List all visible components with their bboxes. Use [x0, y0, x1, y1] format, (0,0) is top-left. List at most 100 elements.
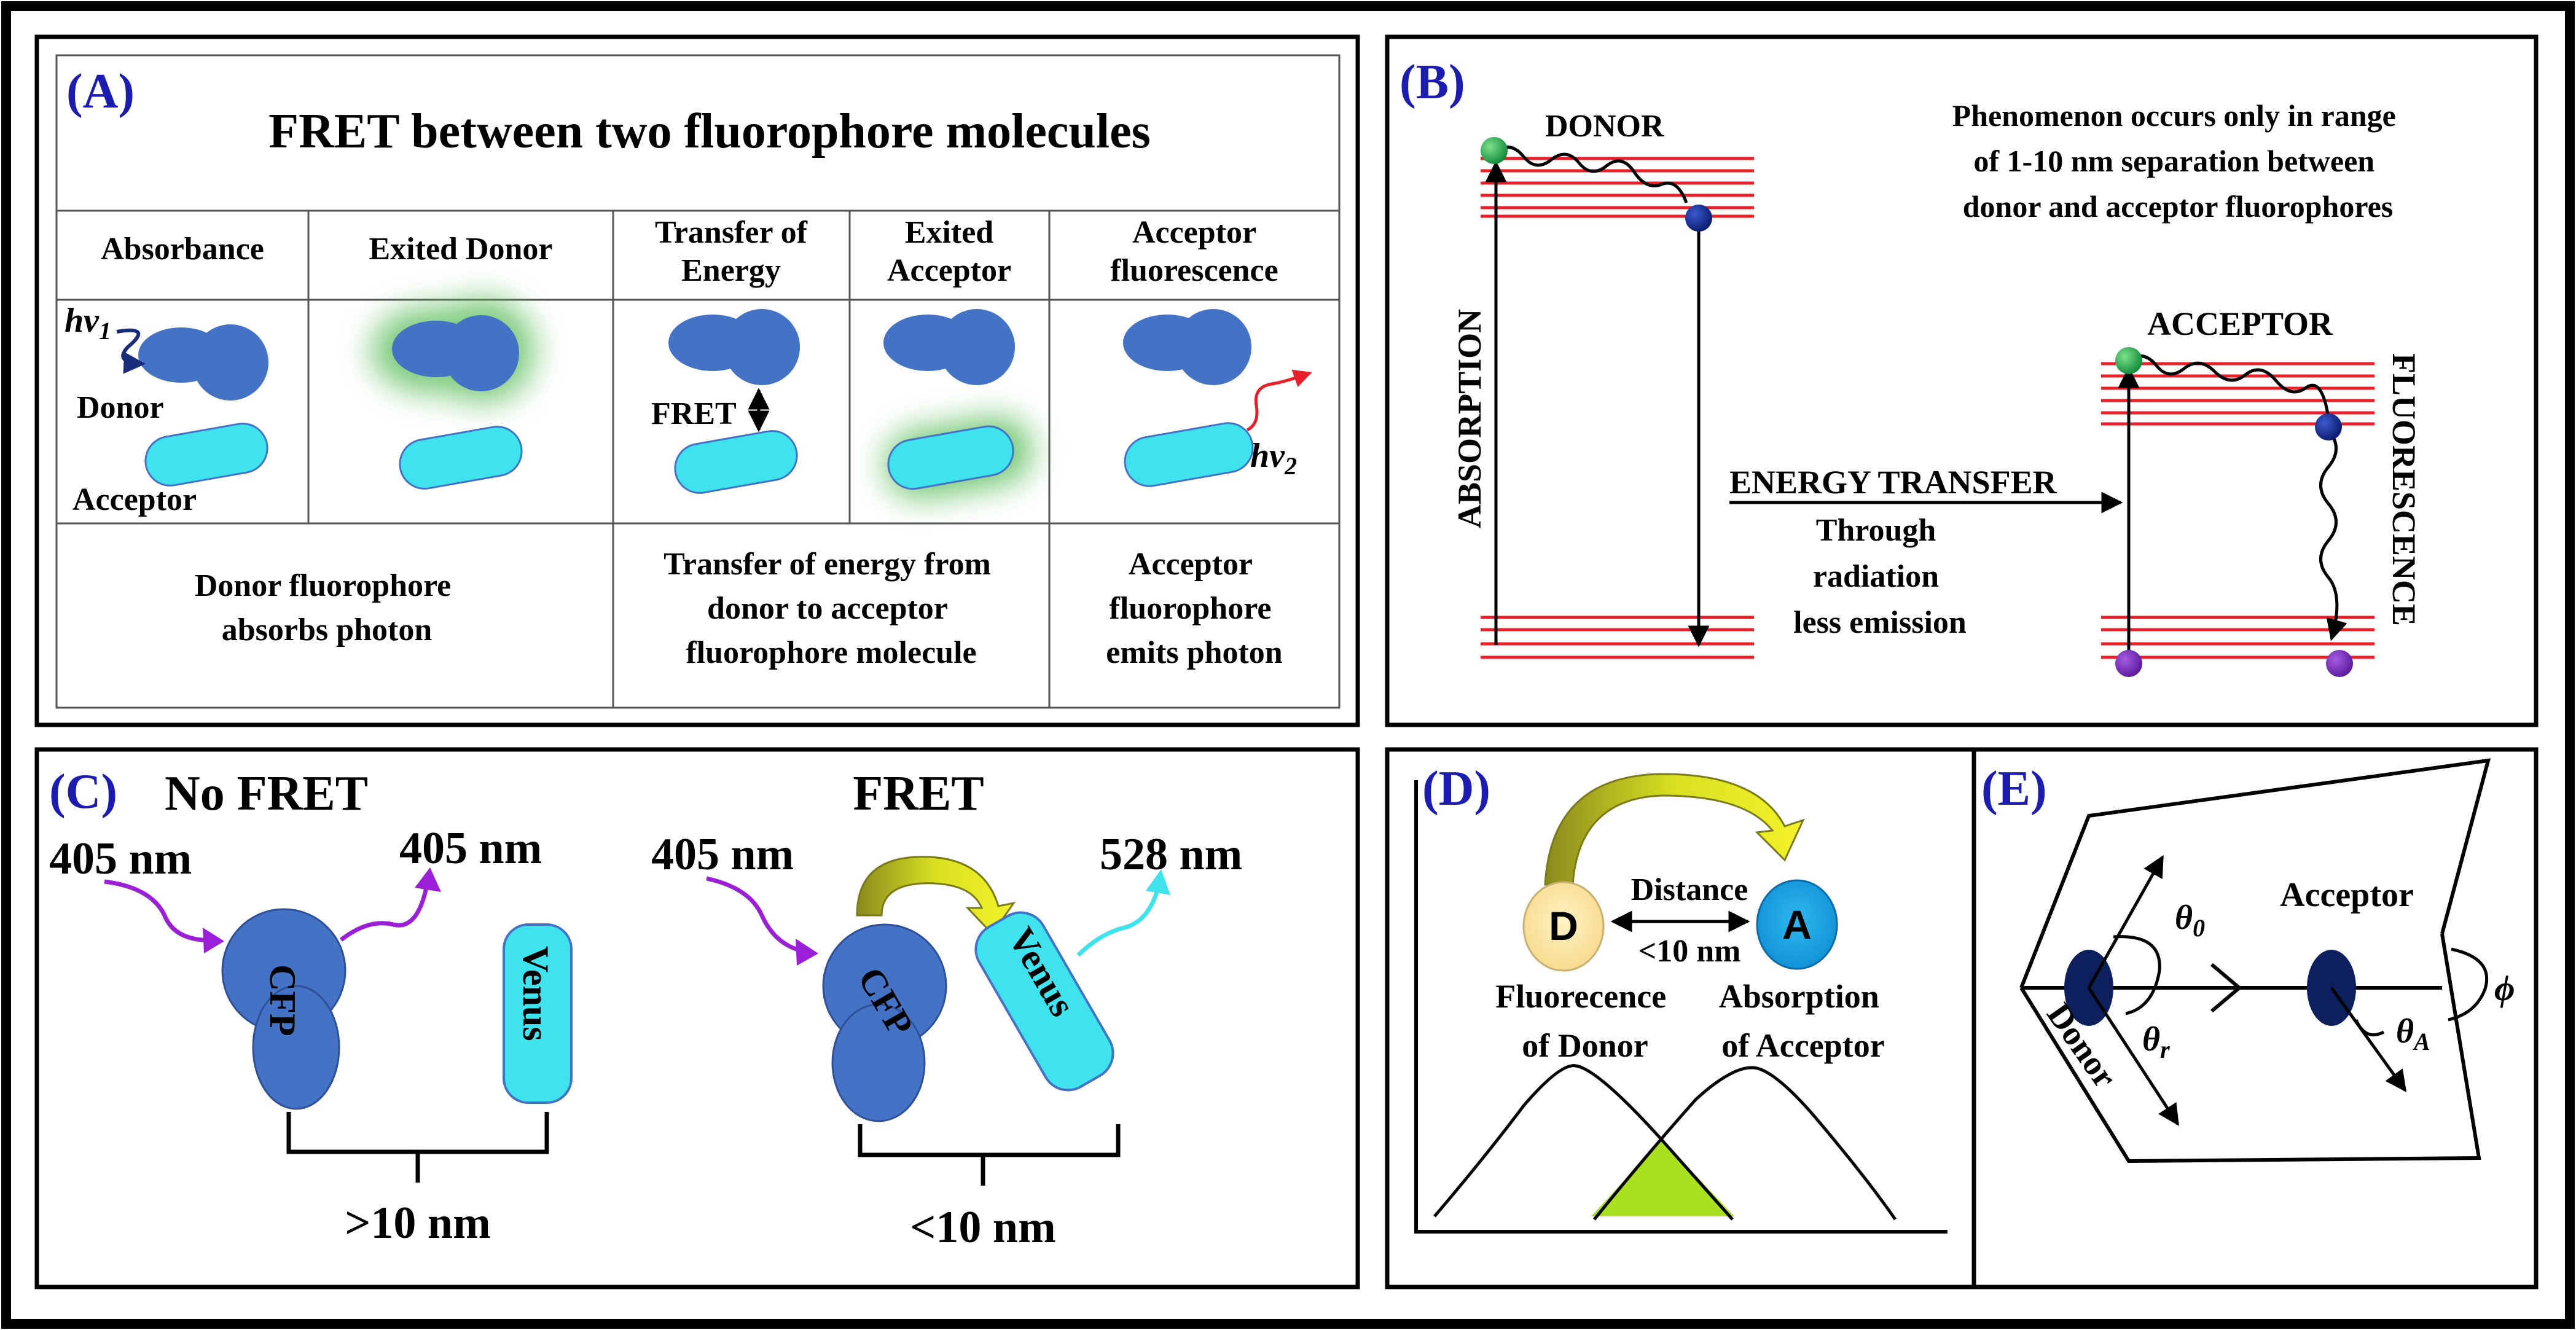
spectrum-axes	[1414, 780, 1948, 1234]
thetaA-label: θA	[2396, 1012, 2430, 1055]
acceptor-level-label: ACCEPTOR	[2147, 305, 2333, 342]
thetar-label: θr	[2142, 1020, 2170, 1063]
acceptor-excited-levels	[2101, 362, 2374, 426]
donor-emission-curve	[1433, 1064, 1734, 1221]
donor-label: Donor	[77, 390, 164, 425]
caption-energy-transfer: Transfer of energy from donor to accepto…	[664, 547, 999, 670]
excitation-arrow-fret	[706, 876, 812, 955]
donor-level-label: DONOR	[1545, 109, 1665, 144]
venus-molecule-no-fret	[503, 923, 573, 1104]
thetaA-arc	[2354, 1019, 2385, 1036]
acceptor-moment-arrow	[2330, 987, 2407, 1092]
donor-excited-levels	[1481, 157, 1754, 218]
emission-arrow-fret	[1076, 887, 1161, 957]
cfp-label-no-fret: CFP	[262, 964, 303, 1036]
photon-arrow-hv1	[116, 328, 146, 374]
column-header-absorbance: Absorbance	[101, 232, 264, 267]
energy-transfer-note: Through radiation less emission	[1793, 513, 1967, 640]
caption-donor-absorbs: Donor fluorophore absorbs photon	[195, 568, 460, 647]
hv2-label: hv2	[1250, 437, 1297, 480]
energy-transfer-label: ENERGY TRANSFER	[1729, 464, 2057, 501]
fluorescence-wave-arrow	[2319, 429, 2347, 641]
wavelength-out-fret: 528 nm	[1100, 829, 1242, 880]
wavelength-out-no-fret: 405 nm	[399, 823, 542, 874]
cfp-molecule-no-fret	[221, 908, 346, 1110]
acceptor-molecule-transfer	[674, 430, 798, 494]
acceptor-molecule-excited-donor	[399, 426, 523, 490]
acceptor-label-e: Acceptor	[2280, 876, 2414, 914]
distance-bracket-no-fret	[286, 1112, 549, 1183]
hv1-label: hv1	[65, 302, 111, 345]
donor-excited-ball	[1481, 137, 1508, 164]
panel-a-title: FRET between two fluorophore molecules	[268, 104, 1150, 158]
excitation-arrow-no-fret	[104, 879, 219, 943]
acceptor-relaxation-wave	[2128, 354, 2330, 418]
acceptor-absorption-caption: Absorption of Acceptor	[1719, 978, 1888, 1064]
wavelength-in-no-fret: 405 nm	[49, 834, 192, 884]
donor-relaxation-wave	[1495, 145, 1688, 203]
emission-arrow-hv2	[1246, 369, 1312, 432]
axis-open-arrow	[2210, 963, 2242, 1013]
panel-d-label: (D)	[1422, 762, 1490, 816]
donor-fluorescence-caption: Fluorecence of Donor	[1495, 978, 1674, 1064]
theta0-arc	[2113, 935, 2161, 1015]
distance-no-fret: >10 nm	[345, 1198, 490, 1248]
venus-label-no-fret: Venus	[515, 946, 556, 1041]
donor-ground-levels	[1481, 616, 1754, 659]
donor-molecule-transfer	[668, 309, 800, 385]
donor-molecule-excited-acceptor	[883, 309, 1015, 385]
panel-c-label: (C)	[49, 765, 117, 819]
range-note: Phenomenon occurs only in range of 1-10 …	[1952, 98, 2404, 224]
donor-relaxed-ball	[1685, 205, 1712, 232]
cfp-molecule-fret	[822, 923, 947, 1122]
panel-a-label: (A)	[66, 65, 135, 119]
donor-molecule-absorbance	[138, 324, 268, 401]
no-fret-title: No FRET	[165, 767, 368, 821]
panel-b-label: (B)	[1400, 55, 1465, 109]
acceptor-molecule-absorbance	[144, 423, 268, 487]
panel-e-label: (E)	[1981, 762, 2047, 816]
donor-d-circle	[1522, 881, 1605, 972]
acceptor-absorption-curve	[1593, 1066, 1897, 1221]
distance-bracket-fret	[858, 1124, 1121, 1186]
donor-d-letter: D	[1549, 903, 1578, 949]
fret-label: FRET	[651, 396, 737, 431]
theta0-label: θ0	[2175, 899, 2205, 942]
acceptor-relaxed-ball	[2315, 413, 2342, 440]
panel-c: (C) No FRET FRET 405 nm 405 nm 405 nm 52…	[34, 747, 1360, 1289]
panel-a: (A) FRET between two fluorophore molecul…	[34, 34, 1360, 727]
distance-value: <10 nm	[1638, 934, 1741, 969]
panel-e: (E) θ0 θr Acceptor θA ϕ Donor	[1971, 747, 2539, 1289]
donor-moment-arrow-down	[2087, 987, 2180, 1126]
phi-label: ϕ	[2494, 968, 2515, 1008]
emission-arrow-no-fret	[339, 884, 429, 942]
excited-donor-molecule	[392, 315, 519, 391]
absorption-label: ABSORPTION	[1451, 309, 1488, 528]
distance-label: Distance	[1631, 872, 1748, 907]
distance-fret: <10 nm	[910, 1202, 1055, 1253]
acceptor-label: Acceptor	[72, 482, 197, 517]
acceptor-ground-ball-right	[2326, 650, 2353, 677]
acceptor-ground-ball-left	[2115, 650, 2142, 677]
phi-arc	[2448, 947, 2489, 1022]
spectral-overlap-area	[1591, 1140, 1734, 1216]
wavelength-in-fret: 405 nm	[651, 829, 794, 880]
column-header-exited-donor: Exited Donor	[369, 232, 553, 267]
donor-moment-arrow-up	[2087, 855, 2164, 989]
panel-b: (B) DONOR ABSORPTION ENERGY TRANSFER Thr…	[1385, 34, 2539, 727]
donor-molecule-fluorescence	[1123, 309, 1251, 385]
acceptor-molecule-fluorescence	[1124, 422, 1254, 487]
energy-transfer-arc-d	[1544, 773, 1805, 886]
fluorescence-label: FLUORESCENCE	[2386, 353, 2422, 626]
fret-title: FRET	[853, 767, 984, 821]
panel-d: (D) D A Distance <10 nm Fluorecence of D…	[1385, 747, 1976, 1289]
geometry-planes	[2019, 758, 2491, 1164]
caption-acceptor-emits: Acceptor fluorophore emits photon	[1106, 547, 1283, 670]
venus-molecule-fret	[974, 911, 1114, 1092]
excited-acceptor-molecule	[887, 425, 1014, 490]
acceptor-excited-ball	[2115, 347, 2142, 374]
